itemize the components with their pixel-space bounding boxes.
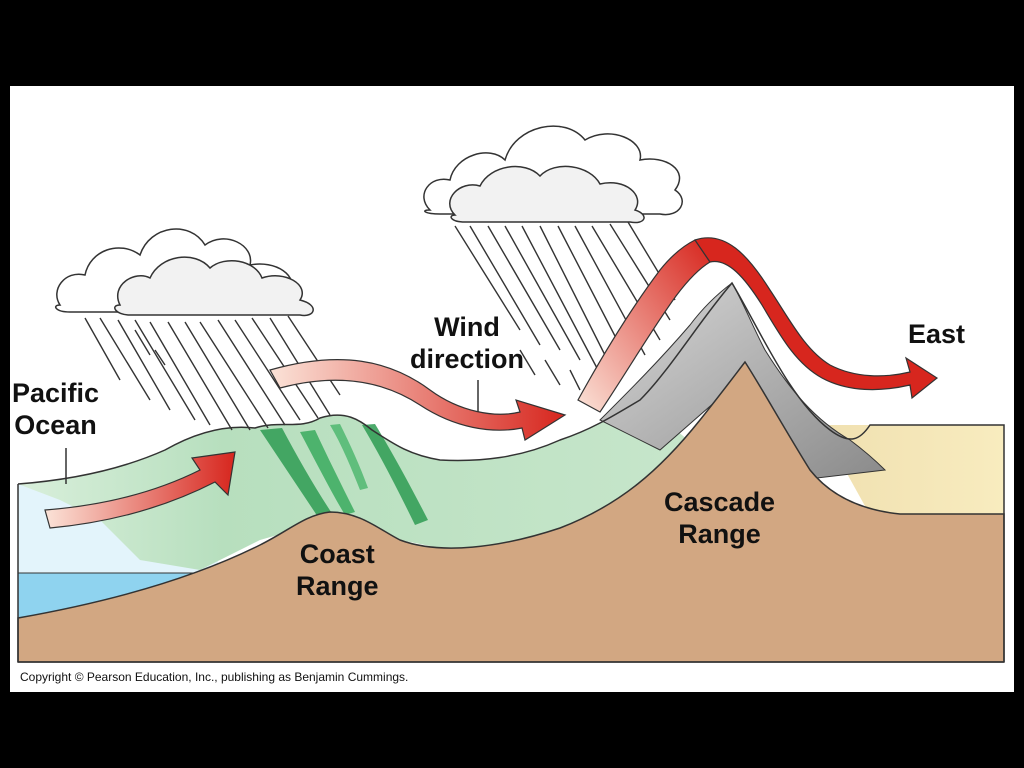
label-wind-direction: Wind direction xyxy=(410,311,524,375)
rain-right xyxy=(454,221,676,391)
copyright-notice: Copyright © Pearson Education, Inc., pub… xyxy=(20,670,409,684)
label-pacific-ocean-line2: Ocean xyxy=(14,410,97,440)
rain-left xyxy=(84,315,341,431)
label-pacific-ocean-line1: Pacific xyxy=(12,378,100,408)
cloud-right xyxy=(423,125,683,224)
label-pacific-ocean: Pacific Ocean xyxy=(12,377,99,441)
label-coast-range: Coast Range xyxy=(296,538,379,602)
coast-forest xyxy=(260,424,428,525)
wind-arrow-east xyxy=(694,237,939,400)
earth-cross-section xyxy=(17,360,1005,663)
label-east: East xyxy=(908,319,966,349)
label-cascade-range: Cascade Range xyxy=(664,486,775,550)
label-wind-direction-line2: direction xyxy=(410,344,525,374)
cloud-left xyxy=(54,228,314,317)
surface-outline xyxy=(17,281,1005,662)
label-coast-range-line1: Coast xyxy=(299,539,375,569)
label-wind-direction-line1: Wind xyxy=(434,312,500,342)
wind-arrow-ocean xyxy=(44,451,236,529)
label-coast-range-line2: Range xyxy=(296,571,379,601)
dry-east-land xyxy=(820,425,1004,515)
wind-arrow-valley xyxy=(269,358,567,441)
label-cascade-range-line2: Range xyxy=(678,519,761,549)
label-cascade-range-line1: Cascade xyxy=(664,487,776,517)
